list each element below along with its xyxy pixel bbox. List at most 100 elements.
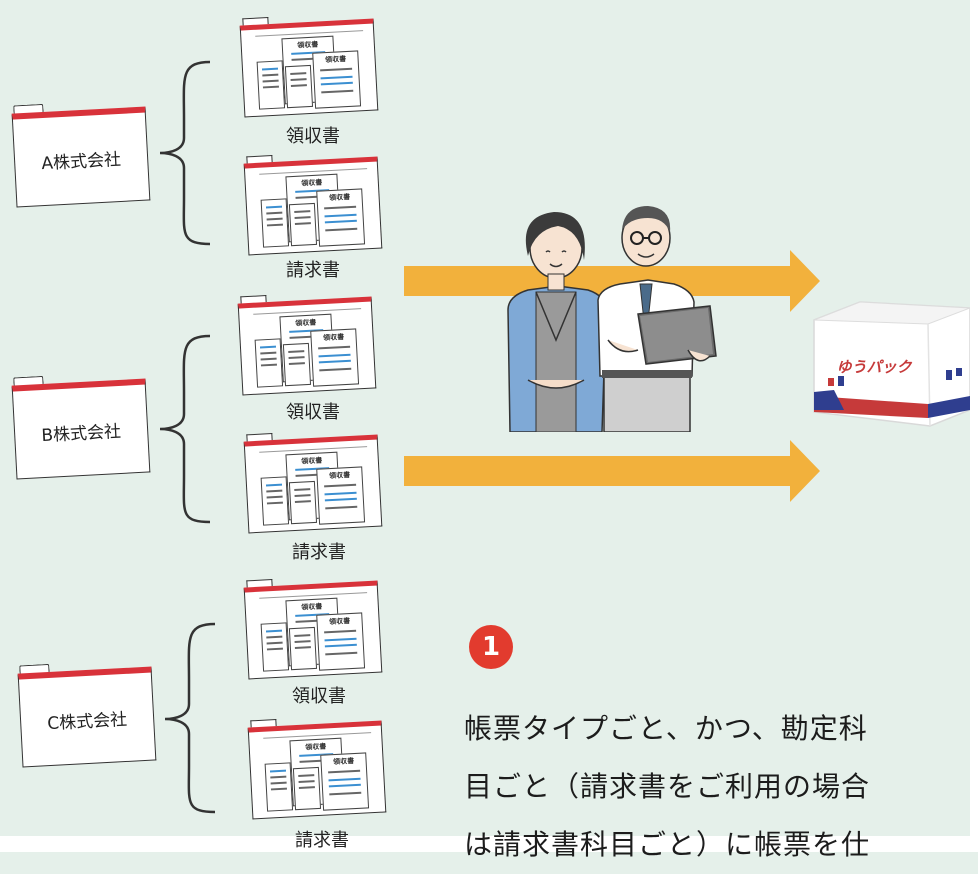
sheet-line (260, 357, 277, 361)
company-label: C株式会社 (17, 666, 157, 768)
document-sheet (260, 476, 290, 526)
sheet-line (260, 363, 277, 367)
sheet-title: 領収書 (295, 318, 317, 328)
folder-body: 領収書 領収書 (243, 580, 383, 680)
sheet-title: 領収書 (301, 602, 323, 612)
document-sheet (260, 198, 290, 248)
sheet-title: 領収書 (301, 178, 323, 188)
document-sheet (288, 202, 318, 247)
sheet-line (324, 219, 357, 224)
sheet-line (266, 501, 283, 505)
sheet-title: 領収書 (332, 757, 355, 767)
company-label: B株式会社 (11, 378, 151, 480)
sheet-line (259, 345, 277, 349)
sheet-line (318, 353, 351, 358)
document-folder-invoice: 領収書 領収書 (243, 155, 383, 256)
company-folder-b: B株式会社 (11, 375, 151, 480)
bottom-edge (0, 836, 978, 852)
document-sheet (264, 762, 294, 812)
sheet-line (294, 488, 311, 491)
sheet-line (328, 777, 361, 782)
sheet-line (262, 79, 279, 83)
sheet-line (262, 73, 279, 77)
sheet-title: 領収書 (297, 40, 319, 50)
sheet-line (324, 205, 357, 210)
document-sheet: 領収書 (310, 328, 360, 387)
company-label: A株式会社 (11, 106, 151, 208)
sheet-line (262, 85, 279, 89)
sheet-line (270, 781, 287, 785)
document-sheet (256, 60, 286, 110)
sheet-line (298, 774, 315, 777)
sheet-line (294, 500, 311, 503)
sheet-line (318, 345, 351, 350)
parcel-box-illustration: ゆうパック (813, 301, 970, 427)
document-sheet (282, 342, 312, 387)
sheet-line (294, 494, 311, 497)
doc-label-receipt: 領収書 (292, 686, 346, 707)
arrow-right-icon (404, 440, 820, 502)
sheet-line (324, 637, 357, 642)
document-sheet (292, 766, 322, 811)
sheet-line (266, 635, 283, 639)
company-folder-a: A株式会社 (11, 103, 151, 208)
doc-label-receipt: 領収書 (286, 402, 340, 423)
folder-body: 領収書 領収書 (243, 156, 383, 256)
sheet-line (324, 213, 357, 218)
sheet-line (298, 786, 315, 789)
sheet-title: 領収書 (328, 617, 351, 627)
folder-body: 領収書 領収書 (243, 434, 383, 534)
sheet-line (288, 356, 305, 359)
document-folder-receipt: 領収書 領収書 (239, 17, 379, 118)
sheet-line (266, 495, 283, 499)
document-folder-receipt: 領収書 領収書 (237, 295, 377, 396)
document-sheet: 領収書 (316, 466, 366, 525)
folder-body: 領収書 領収書 (237, 296, 377, 396)
folder-line (259, 168, 368, 175)
sheet-line (320, 81, 353, 86)
sheet-line (265, 483, 283, 487)
description-line: 帳票タイプごと、かつ、勘定科 (464, 712, 868, 745)
sheet-line (325, 651, 358, 656)
sheet-title: 領収書 (305, 742, 327, 752)
folder-line (253, 308, 362, 315)
sheet-line (265, 629, 283, 633)
sheet-line (290, 78, 307, 81)
sheet-line (288, 362, 305, 365)
sheet-line (269, 769, 287, 773)
sheet-line (318, 359, 351, 364)
group-brace-c (164, 622, 216, 814)
document-sheet (288, 480, 318, 525)
sheet-line (328, 769, 361, 774)
document-sheet (284, 64, 314, 109)
sheet-line (266, 217, 283, 221)
sheet-line (294, 646, 311, 649)
document-folder-invoice: 領収書 領収書 (243, 433, 383, 534)
doc-label-invoice: 請求書 (286, 260, 340, 281)
sheet-line (261, 67, 279, 71)
description-line: は請求書科目ごと）に帳票を仕 (464, 828, 871, 861)
sheet-line (288, 350, 305, 353)
sheet-line (266, 641, 283, 645)
sheet-line (266, 647, 283, 651)
parcel-brand-logo: ゆうパック (836, 358, 912, 376)
business-people-illustration (507, 206, 717, 432)
doc-label-receipt: 領収書 (286, 126, 340, 147)
folder-line (255, 30, 364, 37)
document-sheet: 領収書 (312, 50, 362, 109)
sheet-title: 領収書 (324, 55, 347, 65)
doc-label-invoice: 請求書 (292, 542, 346, 563)
folder-line (259, 446, 368, 453)
document-sheet: 領収書 (316, 612, 366, 671)
sheet-line (321, 89, 354, 94)
sheet-line (320, 75, 353, 80)
sheet-line (266, 489, 283, 493)
folder-line (259, 592, 368, 599)
document-sheet: 領収書 (320, 752, 370, 811)
sheet-line (290, 72, 307, 75)
sheet-line (324, 629, 357, 634)
document-sheet (288, 626, 318, 671)
right-edge (970, 0, 978, 852)
sheet-line (325, 227, 358, 232)
step-description: 帳票タイプごと、かつ、勘定科 目ごと（請求書をご利用の場合 は請求書科目ごと）に… (464, 700, 924, 874)
